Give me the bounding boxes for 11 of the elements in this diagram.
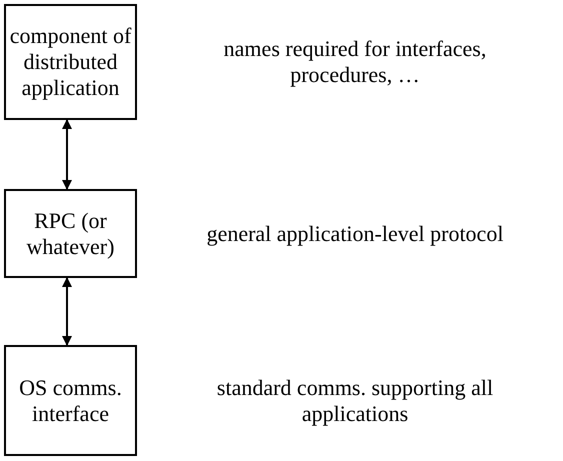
description-text: general application-level protocol [206, 220, 504, 246]
box-label: OS comms. interface [18, 374, 123, 426]
description-text: names required for interfaces, procedures, … [222, 36, 488, 88]
process-box [4, 189, 137, 278]
description-text: standard comms. supporting all applications [216, 374, 494, 426]
box-label: RPC (or whatever) [26, 208, 116, 260]
process-box [4, 4, 137, 120]
arrow [62, 119, 72, 190]
box-label: component of distributed application [8, 23, 132, 101]
arrow [62, 277, 72, 346]
process-box [4, 345, 137, 456]
